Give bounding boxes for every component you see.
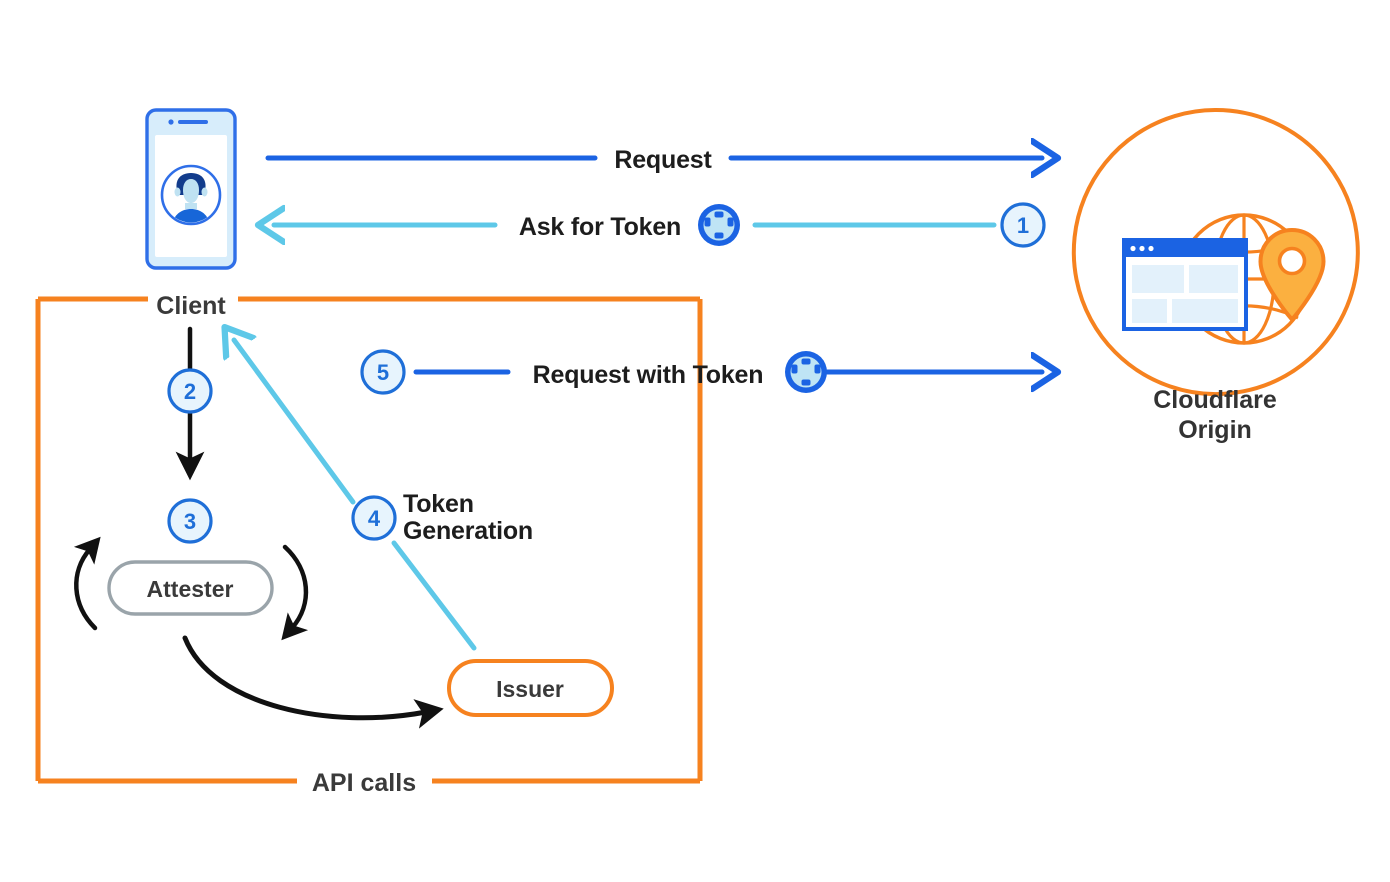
flow-label-ask-for-token: Ask for Token (519, 213, 681, 241)
flow-label-request-with-token: Request with Token (533, 361, 764, 389)
flow-label-request: Request (614, 146, 712, 174)
map-pin-icon (1258, 227, 1326, 323)
browser-window-icon (1122, 238, 1248, 331)
mobile-phone-icon (145, 108, 237, 270)
privacy-pass-token-icon-2 (785, 351, 827, 393)
step-number-1: 1 (1017, 213, 1029, 238)
globe-browser-window-pin-icon (1071, 107, 1360, 396)
attester-label: Attester (147, 576, 234, 602)
origin-label-line2: Origin (1178, 416, 1252, 444)
flow-label-token-generation-line1: Token (403, 490, 474, 518)
step-circle-2: 2 (167, 368, 213, 414)
step-circle-3: 3 (167, 498, 213, 544)
flow-label-token-generation-line2: Generation (403, 517, 533, 545)
attester-node[interactable] (107, 560, 274, 616)
step-number-2: 2 (184, 379, 196, 404)
step-circle-1: 1 (1000, 202, 1046, 248)
boundary-label-client: Client (156, 292, 226, 320)
step-circle-5: 5 (360, 349, 406, 395)
step-number-3: 3 (184, 509, 196, 534)
step-number-5: 5 (377, 360, 389, 385)
flow-attester-loop (73, 536, 444, 729)
flow-token-generation (234, 340, 477, 651)
privacy-pass-token-icon-1 (698, 204, 740, 246)
client-boundary-box (35, 296, 703, 784)
step-circle-4: 4 (351, 495, 397, 541)
origin-label-line1: Cloudflare (1153, 386, 1277, 414)
issuer-label: Issuer (496, 676, 564, 702)
boundary-label-api-calls: API calls (312, 769, 416, 797)
user-avatar-icon (160, 164, 222, 226)
step-number-4: 4 (368, 506, 381, 531)
issuer-node[interactable] (447, 659, 614, 717)
